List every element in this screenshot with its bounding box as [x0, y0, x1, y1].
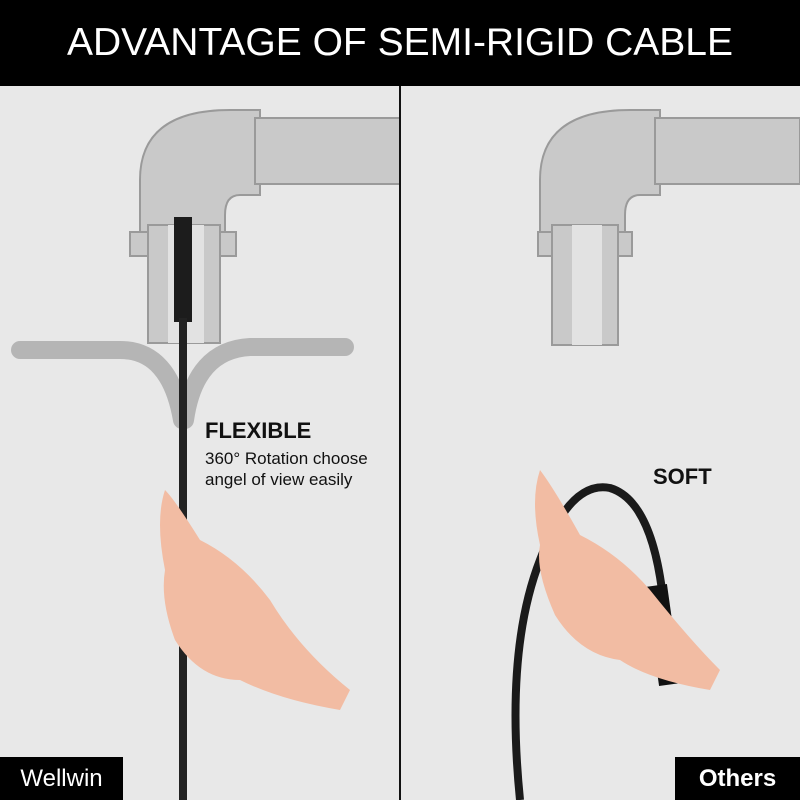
flexible-desc-line1: 360° Rotation choose — [205, 449, 368, 468]
soft-title: SOFT — [653, 464, 712, 489]
flexible-description: 360° Rotation choose angel of view easil… — [205, 448, 368, 490]
left-hand — [160, 490, 350, 710]
right-hand — [535, 470, 720, 690]
ghost-cables — [11, 338, 354, 429]
wellwin-label: Wellwin — [0, 757, 123, 800]
page-title: ADVANTAGE OF SEMI-RIGID CABLE — [67, 21, 733, 64]
right-pipe-inner — [572, 225, 602, 345]
panel-divider — [399, 86, 401, 800]
flexible-title: FLEXIBLE — [205, 418, 312, 443]
header-banner: ADVANTAGE OF SEMI-RIGID CABLE — [0, 0, 800, 86]
others-label: Others — [675, 757, 800, 800]
others-label-text: Others — [698, 764, 777, 792]
flexible-desc-line2: angel of view easily — [205, 470, 353, 489]
illustration — [11, 109, 800, 800]
wellwin-label-text: Wellwin — [20, 764, 103, 792]
